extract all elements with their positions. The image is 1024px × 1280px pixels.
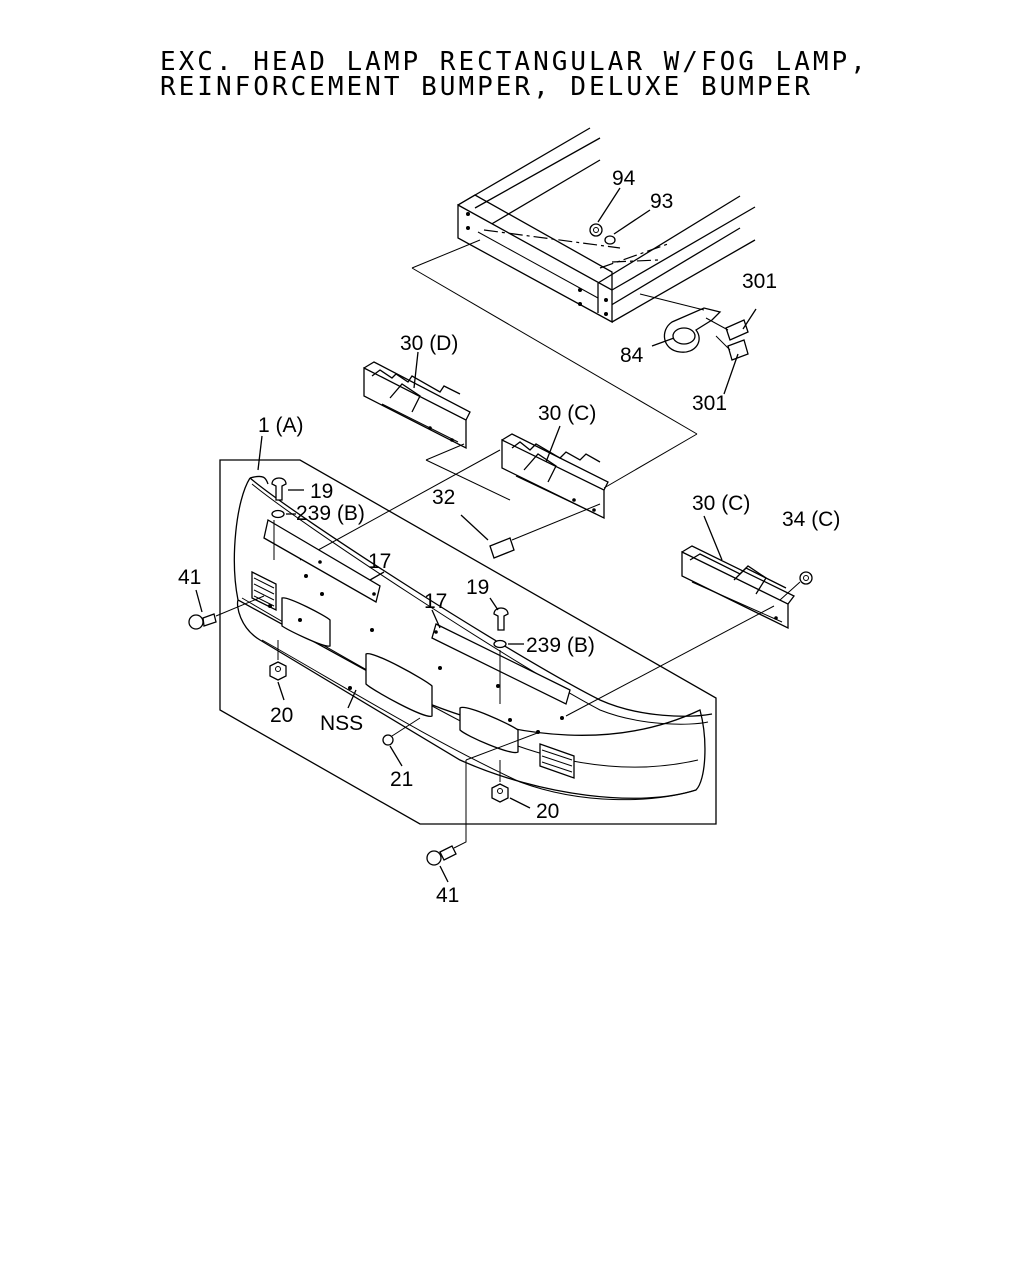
nut-21 [382, 717, 421, 767]
bumper-assembly-outline [219, 459, 717, 825]
callout-19-left: 19 [310, 480, 333, 503]
bolt-41-left [188, 589, 265, 630]
callout-239-b-right: 239 (B) [526, 634, 595, 657]
callout-41-bottom: 41 [436, 884, 459, 907]
bolt-19-left [271, 477, 304, 501]
callout-34-c: 34 (C) [782, 508, 840, 531]
callout-32: 32 [432, 486, 455, 509]
washer-239-b-right [493, 639, 524, 704]
bolt-19-right [489, 597, 509, 631]
bracket-30-c-center [501, 433, 609, 520]
bolt-32 [460, 503, 601, 559]
bolt-301-lower [715, 335, 749, 395]
callout-19-right: 19 [466, 576, 489, 599]
callout-1-a: 1 (A) [258, 414, 304, 437]
callout-30-c-right: 30 (C) [692, 492, 750, 515]
washer-93 [604, 235, 616, 245]
callout-17-left: 17 [368, 550, 391, 573]
washer-239-b-left [271, 509, 296, 560]
nut-94 [589, 223, 603, 237]
callout-41-left: 41 [178, 566, 201, 589]
callout-301-upper: 301 [742, 270, 777, 293]
bolt-301-upper [705, 308, 757, 341]
nut-34-c [779, 571, 813, 601]
diagram-title-line-1: EXC. HEAD LAMP RECTANGULAR W/FOG LAMP, [160, 47, 869, 77]
callout-17-right: 17 [424, 590, 447, 613]
front-bumper [233, 475, 713, 801]
bolt-41-bottom [426, 731, 541, 883]
callout-30-c-center: 30 (C) [538, 402, 596, 425]
callout-20-right: 20 [536, 800, 559, 823]
callout-301-lower: 301 [692, 392, 727, 415]
callout-20-left: 20 [270, 704, 293, 727]
callout-84: 84 [620, 344, 644, 367]
reinforcement-strip-17-right [431, 609, 571, 705]
callout-94: 94 [612, 167, 636, 190]
callout-21: 21 [390, 768, 413, 791]
nut-20-left [269, 640, 287, 701]
bracket-30-d [363, 361, 471, 450]
tow-hook-84 [639, 293, 722, 353]
bracket-30-c-right [681, 545, 795, 630]
callout-93: 93 [650, 190, 673, 213]
chassis-frame [457, 127, 756, 324]
callout-nss: NSS [320, 712, 363, 735]
diagram-title-line-2: REINFORCEMENT BUMPER, DELUXE BUMPER [160, 72, 813, 102]
nut-20-right [491, 760, 531, 809]
callout-30-d: 30 (D) [400, 332, 458, 355]
reinforcement-strip-17-left [263, 518, 385, 603]
callout-239-b-left: 239 (B) [296, 502, 365, 525]
